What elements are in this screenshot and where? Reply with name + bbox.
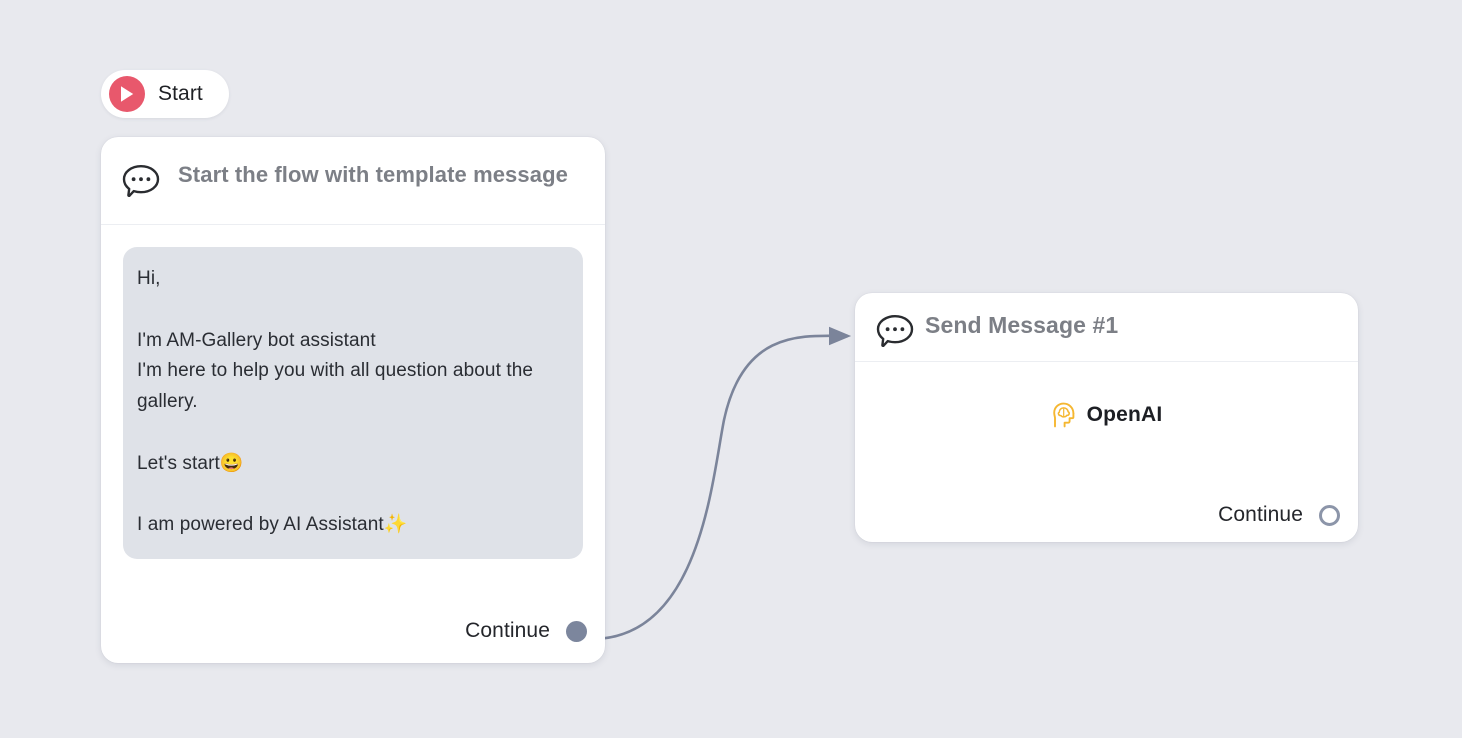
start-node-label: Start <box>158 82 203 105</box>
chat-bubble-icon <box>873 309 917 349</box>
node-body: OpenAI <box>855 362 1358 503</box>
continue-label: Continue <box>465 619 550 642</box>
node-header: Start the flow with template message <box>101 137 605 225</box>
start-node[interactable]: Start <box>101 70 229 118</box>
node-footer: Continue <box>101 619 605 663</box>
node-header: Send Message #1 <box>855 293 1358 362</box>
continue-label: Continue <box>1218 503 1303 526</box>
node-send-message-1[interactable]: Send Message #1 OpenAI Continue <box>855 293 1358 542</box>
continue-output-handle[interactable] <box>1319 504 1340 526</box>
edge-start-to-send-message[interactable] <box>591 326 852 641</box>
node-title: Start the flow with template message <box>178 162 568 187</box>
chat-bubble-icon <box>119 159 163 199</box>
template-message-bubble[interactable]: Hi, I'm AM-Gallery bot assistant I'm her… <box>123 247 583 559</box>
openai-brain-head-icon <box>1051 401 1077 429</box>
integration-label: OpenAI <box>1086 403 1163 426</box>
node-body: Hi, I'm AM-Gallery bot assistant I'm her… <box>101 225 605 619</box>
node-footer: Continue <box>855 503 1358 542</box>
continue-output-handle[interactable] <box>566 620 587 642</box>
integration-row[interactable]: OpenAI <box>877 374 1336 429</box>
node-start-template-message[interactable]: Start the flow with template message Hi,… <box>101 137 605 663</box>
play-icon <box>109 76 145 112</box>
node-title: Send Message #1 <box>925 312 1119 338</box>
